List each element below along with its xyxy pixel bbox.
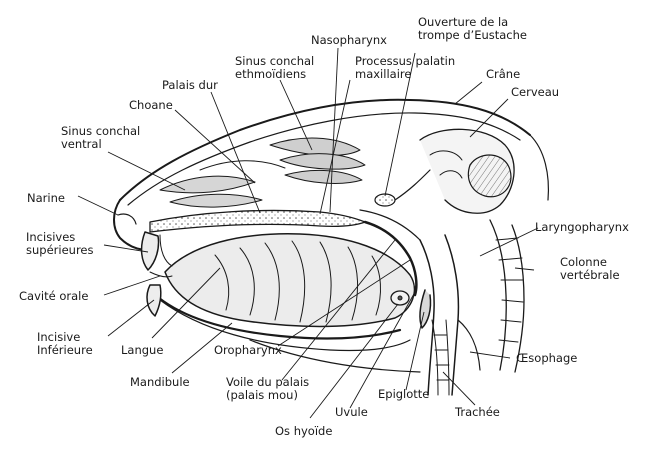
cerebellum xyxy=(468,155,511,197)
label-trachee: Trachée xyxy=(455,406,500,419)
label-oropharynx: Oropharynx xyxy=(214,344,282,357)
label-narine: Narine xyxy=(27,192,65,205)
trachea xyxy=(432,320,449,395)
leader-nasopharynx xyxy=(330,48,338,212)
label-cerveau: Cerveau xyxy=(511,86,559,99)
label-oesophage: Œsophage xyxy=(516,352,577,365)
leader-choane xyxy=(175,110,255,183)
label-choane: Choane xyxy=(129,99,173,112)
leader-narine xyxy=(78,196,118,215)
esophagus xyxy=(458,320,480,370)
leader-trachee xyxy=(443,372,475,405)
label-incisives-sup: Incisives supérieures xyxy=(26,231,93,257)
leader-oesophage xyxy=(470,352,510,358)
label-laryngopharynx: Laryngopharynx xyxy=(535,221,629,234)
leader-laryngopharynx xyxy=(480,228,538,256)
nostril xyxy=(118,214,136,224)
label-cavite-orale: Cavité orale xyxy=(19,290,88,303)
label-langue: Langue xyxy=(121,344,163,357)
label-incisive-inf: Incisive Inférieure xyxy=(37,331,93,357)
vertebral-column xyxy=(490,220,506,370)
leader-epiglotte xyxy=(406,312,424,390)
leader-crane xyxy=(455,82,482,104)
leader-colonne xyxy=(515,268,534,270)
label-colonne: Colonne vertébrale xyxy=(560,256,620,282)
label-processus: Processus palatin maxillaire xyxy=(355,55,455,81)
leader-sinus-ventral xyxy=(108,152,185,190)
label-crane: Crâne xyxy=(486,68,520,81)
hard-palate xyxy=(150,210,365,232)
label-os-hyoide: Os hyoïde xyxy=(275,425,332,438)
label-sinus-ethmo: Sinus conchal ethmoïdiens xyxy=(235,55,314,81)
label-epiglotte: Epiglotte xyxy=(378,388,429,401)
label-eustache: Ouverture de la trompe d’Eustache xyxy=(418,16,527,42)
label-voile: Voile du palais (palais mou) xyxy=(226,376,309,402)
anatomy-drawing xyxy=(114,100,548,395)
label-nasopharynx: Nasopharynx xyxy=(311,34,387,47)
label-mandibule: Mandibule xyxy=(130,376,190,389)
label-sinus-ventral: Sinus conchal ventral xyxy=(61,125,140,151)
label-palais-dur: Palais dur xyxy=(162,79,218,92)
label-uvule: Uvule xyxy=(335,406,368,419)
ethmoid-conchae xyxy=(270,138,360,155)
leader-incisive-inf xyxy=(108,300,154,336)
